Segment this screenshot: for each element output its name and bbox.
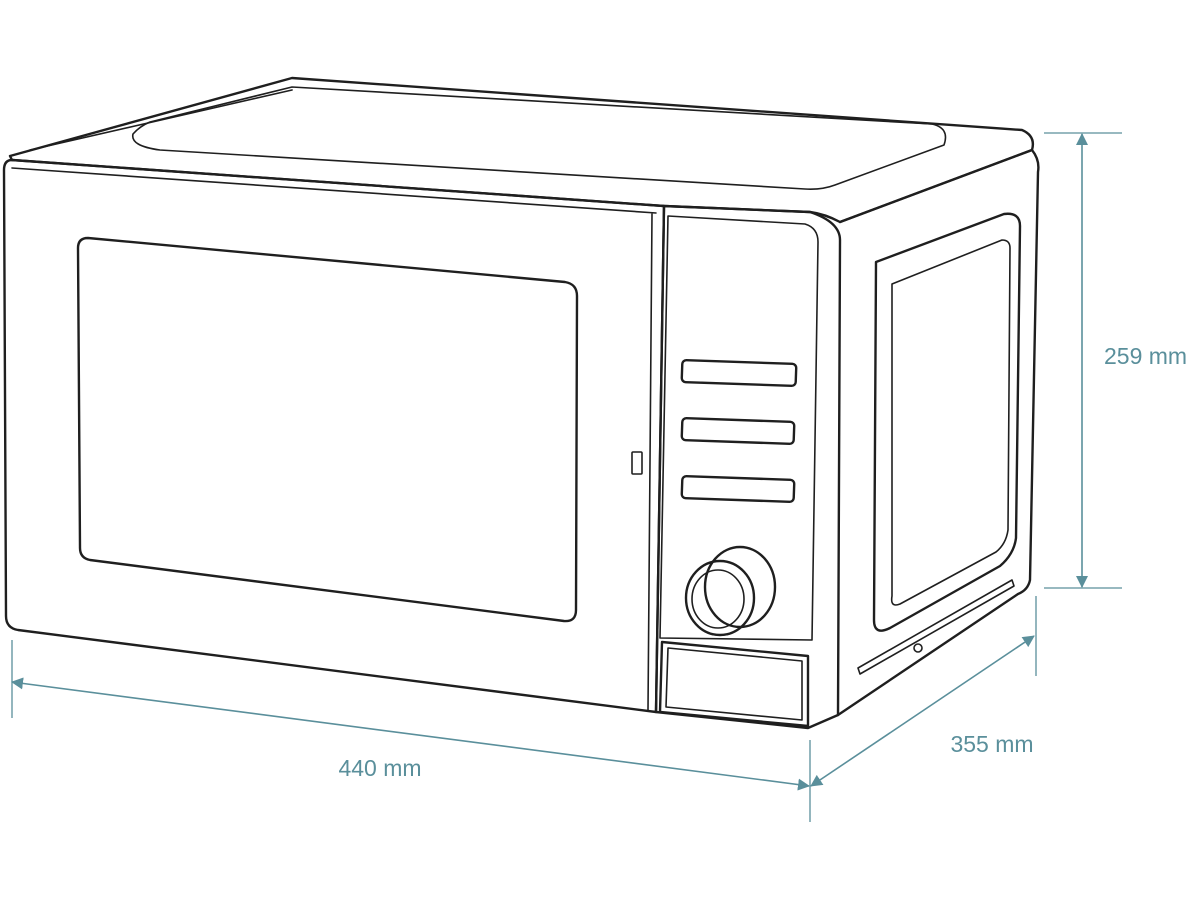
side-vent-panel [872,212,1022,632]
depth-dimension-line [810,635,1035,787]
microwave-front-frame [2,158,666,714]
control-button-2[interactable] [680,416,796,446]
height-label: 259 mm [1104,343,1187,369]
top-front-rim [29,89,293,151]
control-dial[interactable] [684,545,777,637]
door-seam [647,213,653,711]
control-button-1[interactable] [680,358,798,388]
width-dimension-line [11,677,810,791]
control-panel-face [659,215,819,641]
door-window [76,236,579,623]
dimension-annotations: 440 mm 355 mm 259 mm [11,132,1187,822]
door-latch [631,451,643,475]
door-open-plate-inner [665,647,803,721]
microwave-drawing [2,76,1040,730]
depth-label: 355 mm [950,731,1033,757]
width-label: 440 mm [338,755,421,781]
control-button-3[interactable] [680,474,796,504]
front-frame-inner-edge [11,167,657,214]
side-bottom-groove [857,579,1015,675]
top-recessed-panel [131,86,947,190]
microwave-right-side [836,148,1040,717]
side-screw [913,643,923,653]
side-vent-inner [890,239,1011,606]
